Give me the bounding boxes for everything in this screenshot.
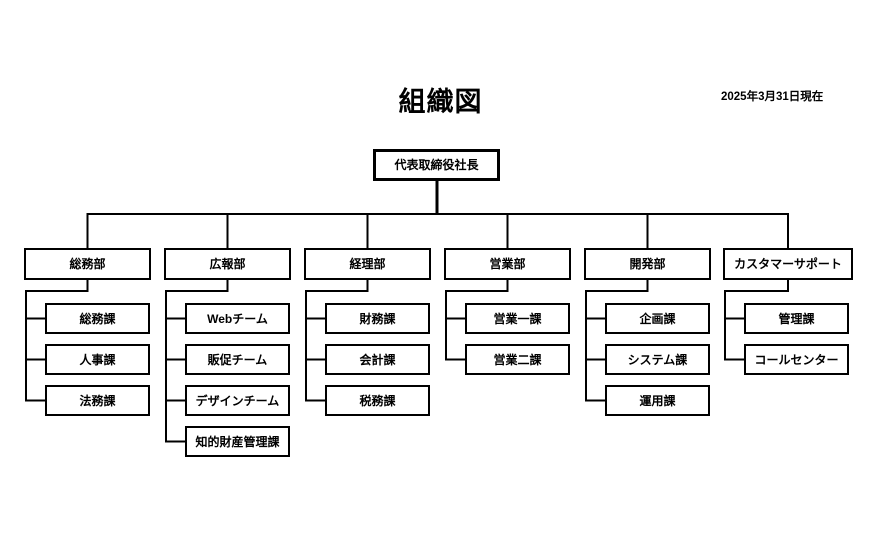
box-unit-sales-section-2: 営業二課 <box>465 344 570 375</box>
box-unit-ip-management-section: 知的財産管理課 <box>185 426 290 457</box>
box-unit-operations-section: 運用課 <box>605 385 710 416</box>
box-unit-system-section: システム課 <box>605 344 710 375</box>
box-dept-public-relations: 広報部 <box>164 248 291 280</box>
box-dept-development: 開発部 <box>584 248 711 280</box>
box-unit-general-affairs-section: 総務課 <box>45 303 150 334</box>
box-unit-web-team: Webチーム <box>185 303 290 334</box>
box-unit-sales-section-1: 営業一課 <box>465 303 570 334</box>
box-unit-hr-section: 人事課 <box>45 344 150 375</box>
box-unit-tax-section: 税務課 <box>325 385 430 416</box>
box-unit-management-section: 管理課 <box>744 303 849 334</box>
box-unit-design-team: デザインチーム <box>185 385 290 416</box>
box-unit-finance-section: 財務課 <box>325 303 430 334</box>
box-dept-general-affairs: 総務部 <box>24 248 151 280</box>
box-unit-accounting-section: 会計課 <box>325 344 430 375</box>
box-unit-planning-section: 企画課 <box>605 303 710 334</box>
box-unit-call-center: コールセンター <box>744 344 849 375</box>
box-president: 代表取締役社長 <box>373 149 500 181</box>
box-dept-sales: 営業部 <box>444 248 571 280</box>
box-dept-accounting: 経理部 <box>304 248 431 280</box>
box-dept-customer-support: カスタマーサポート <box>723 248 853 280</box>
as-of-date-note: 2025年3月31日現在 <box>721 91 824 103</box>
page-title: 組織図 <box>398 87 483 117</box>
box-unit-legal-section: 法務課 <box>45 385 150 416</box>
box-unit-promotion-team: 販促チーム <box>185 344 290 375</box>
